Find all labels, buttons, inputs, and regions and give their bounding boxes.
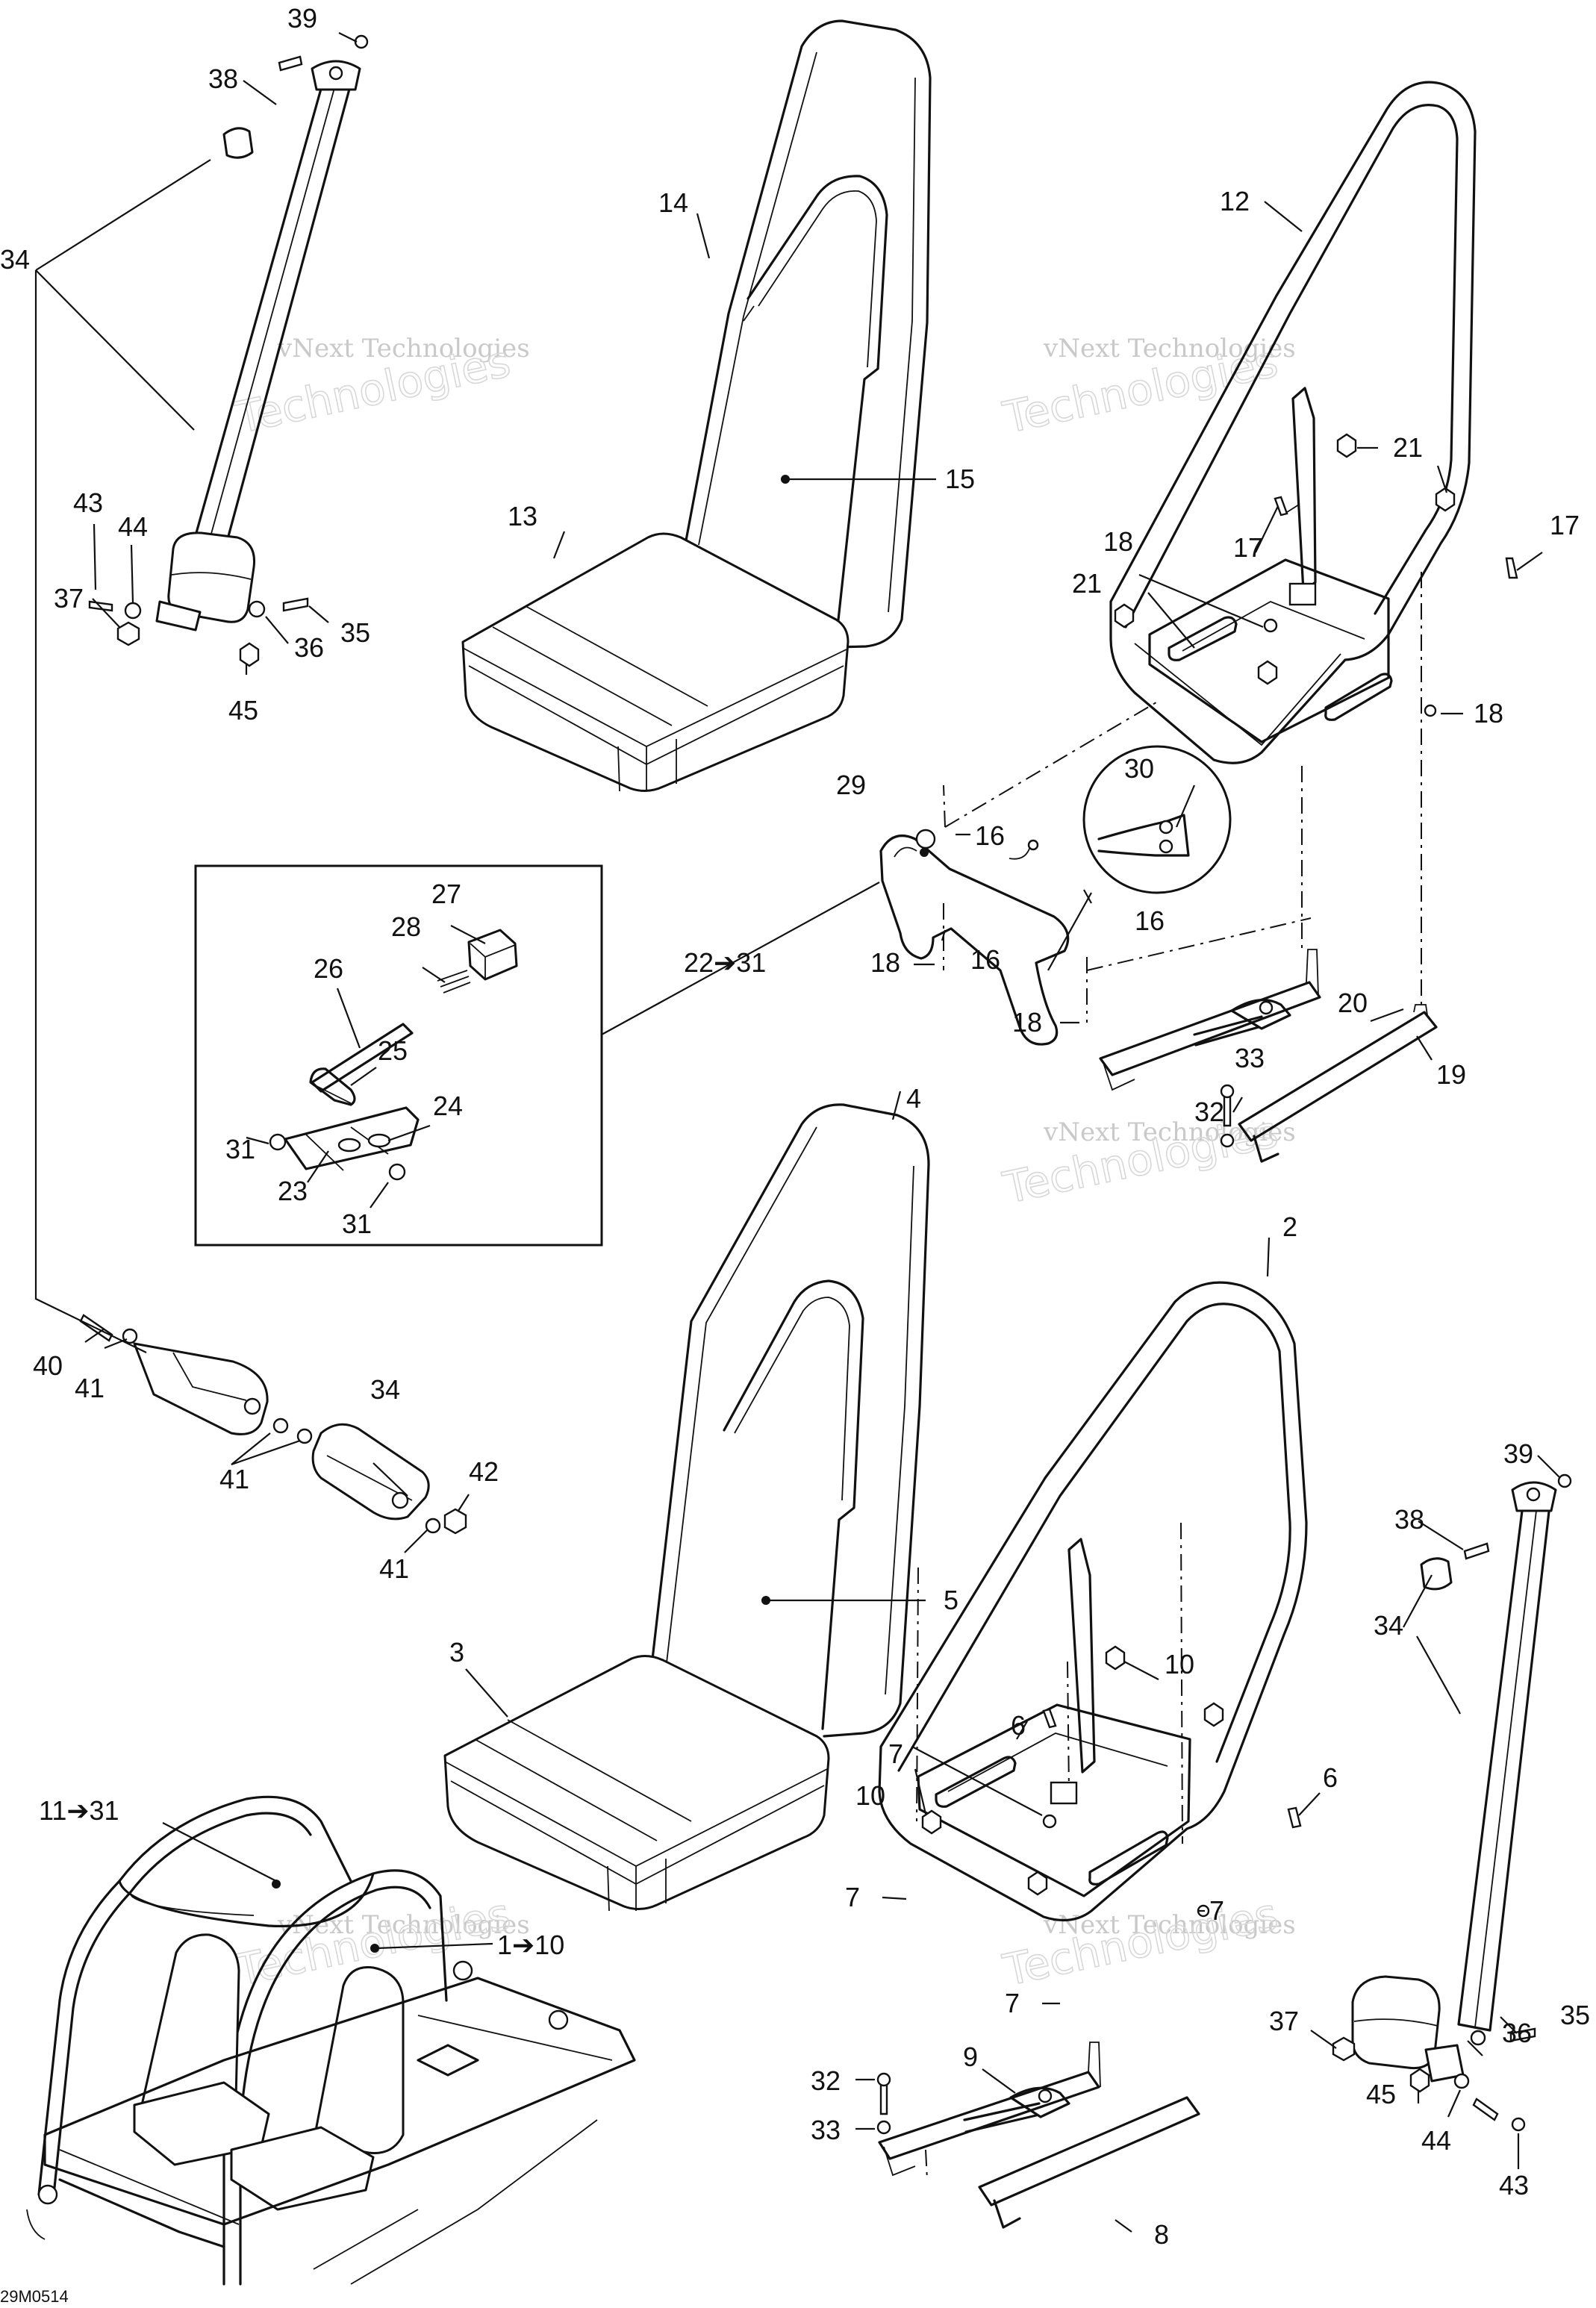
callout-7: 7	[1209, 1895, 1224, 1926]
callout-38: 38	[208, 63, 238, 94]
callout-18: 18	[1012, 1007, 1042, 1038]
callout-18: 18	[1103, 526, 1133, 557]
callout-45: 45	[1366, 2079, 1396, 2109]
callout-41: 41	[75, 1373, 105, 1403]
callout-16: 16	[1135, 905, 1165, 936]
callout-35: 35	[1560, 2000, 1590, 2030]
callout-8: 8	[1154, 2219, 1169, 2250]
sensor-inset	[194, 864, 603, 1247]
callout-41: 41	[219, 1464, 249, 1494]
callout-33: 33	[1235, 1043, 1265, 1073]
callout-16: 16	[970, 944, 1000, 975]
leader-lines	[34, 32, 1561, 2233]
seat-lower	[443, 1103, 930, 1912]
callout-34: 34	[1374, 1610, 1403, 1641]
callout-4: 4	[906, 1083, 921, 1114]
callout-18: 18	[1474, 698, 1503, 729]
callout-32: 32	[811, 2065, 841, 2096]
callout-43: 43	[1499, 2170, 1529, 2201]
callout-31: 31	[225, 1134, 255, 1164]
drawing-code: 29M0514	[0, 2287, 69, 2306]
callout-39: 39	[287, 3, 317, 34]
buckles-lower	[79, 1314, 467, 1535]
seat-upper	[461, 19, 932, 792]
assembly-lines	[916, 572, 1422, 2180]
callout-37: 37	[54, 583, 84, 614]
callout-34: 34	[370, 1374, 400, 1405]
callout-24: 24	[433, 1091, 463, 1121]
callout-43: 43	[73, 487, 103, 518]
inset-leader-line	[601, 882, 880, 1035]
callout-17: 17	[1233, 532, 1263, 563]
callout-26: 26	[314, 953, 343, 984]
watermark-text: vNext Technologies	[277, 1910, 530, 1940]
callout-5: 5	[944, 1585, 958, 1615]
callout-7: 7	[845, 1882, 860, 1912]
callout-11-31: 11➔31	[39, 1795, 119, 1826]
seat-frame-lower	[878, 1281, 1308, 1922]
callout-15: 15	[945, 464, 975, 494]
callout-29: 29	[836, 770, 866, 800]
callout-27: 27	[431, 879, 461, 909]
seat-belt-right	[1332, 1473, 1572, 2132]
callout-20: 20	[1338, 988, 1368, 1018]
watermark-text: vNext Technologies	[1043, 1117, 1296, 1147]
callout-22-31: 22➔31	[684, 947, 766, 978]
callout-14: 14	[658, 187, 688, 218]
vehicle-overview	[26, 1795, 636, 2286]
callout-36: 36	[1502, 2018, 1532, 2048]
callout-30: 30	[1124, 753, 1154, 784]
callout-32: 32	[1194, 1097, 1224, 1127]
callout-2: 2	[1282, 1211, 1297, 1242]
callout-1-10: 1➔10	[497, 1930, 564, 1960]
callout-39: 39	[1503, 1438, 1533, 1469]
callout-labels: 39 38 34 43 44 37 35 36 45 14 13 15 12 2…	[0, 3, 1590, 2306]
callout-10: 10	[1165, 1649, 1194, 1679]
callout-10: 10	[855, 1780, 885, 1811]
callout-35: 35	[340, 617, 370, 648]
seat-belt-left	[88, 34, 369, 667]
callout-37: 37	[1269, 2006, 1299, 2036]
callout-23: 23	[278, 1176, 308, 1206]
seat-frame-upper	[1109, 81, 1518, 764]
seat-rails-upper	[1099, 949, 1438, 1163]
callout-13: 13	[508, 501, 537, 531]
watermark-text: vNext Technologies	[277, 334, 530, 364]
callout-21: 21	[1393, 432, 1423, 463]
callout-44: 44	[1421, 2125, 1451, 2156]
callout-9: 9	[963, 2042, 978, 2072]
callout-7: 7	[888, 1738, 903, 1769]
callout-6: 6	[1323, 1762, 1338, 1793]
callout-6: 6	[1011, 1710, 1026, 1741]
callout-7: 7	[1005, 1988, 1020, 2018]
callout-42: 42	[469, 1456, 499, 1487]
callout-40: 40	[33, 1350, 63, 1381]
callout-41: 41	[379, 1553, 409, 1584]
callout-16: 16	[975, 820, 1005, 851]
watermark-text: Technologies	[999, 1888, 1282, 1996]
callout-34: 34	[0, 244, 30, 275]
callout-44: 44	[118, 511, 148, 542]
callout-45: 45	[228, 695, 258, 726]
belt-sensor-bracket	[879, 745, 1232, 1046]
callout-36: 36	[294, 632, 324, 663]
callout-21: 21	[1072, 568, 1102, 599]
callout-25: 25	[378, 1035, 408, 1066]
seat-rails-lower	[876, 2042, 1200, 2229]
callout-3: 3	[449, 1637, 464, 1668]
callout-28: 28	[391, 911, 421, 942]
callout-19: 19	[1436, 1059, 1466, 1090]
callout-18: 18	[870, 947, 900, 978]
callout-12: 12	[1220, 186, 1250, 216]
callout-38: 38	[1394, 1504, 1424, 1535]
callout-17: 17	[1550, 510, 1580, 540]
callout-31: 31	[342, 1208, 372, 1239]
callout-33: 33	[811, 2115, 841, 2145]
